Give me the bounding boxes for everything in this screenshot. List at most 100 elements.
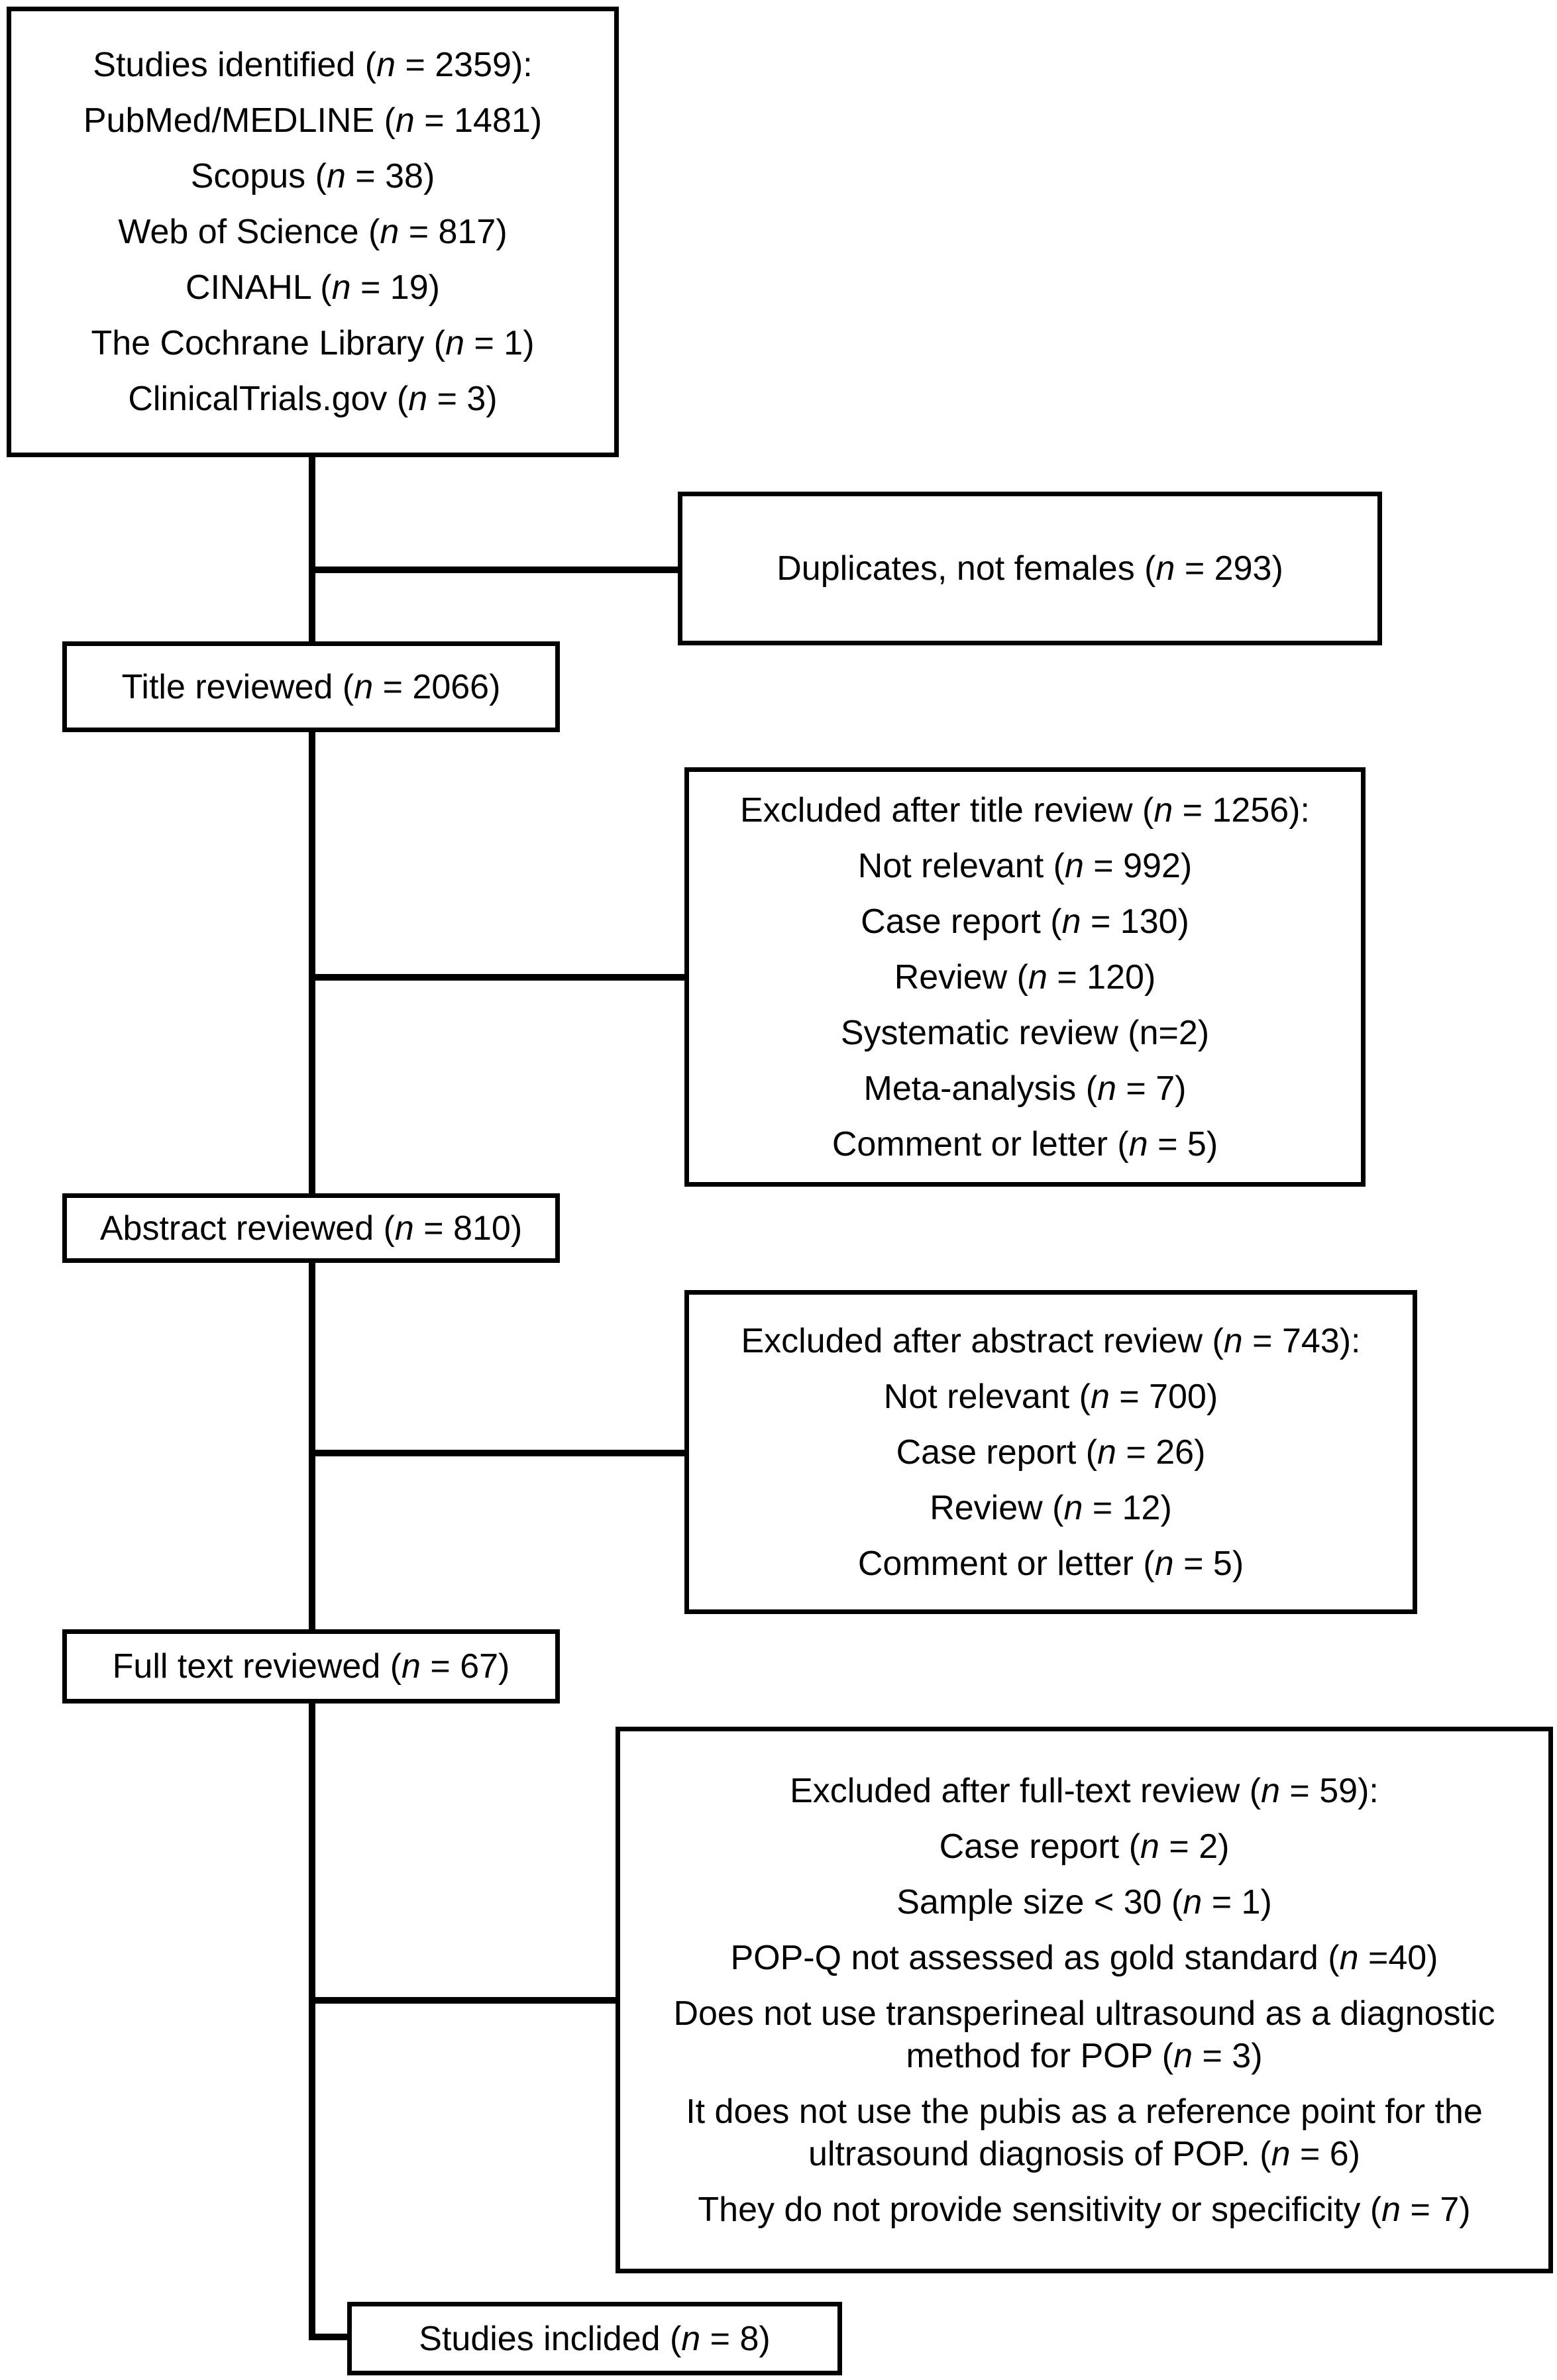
line-text: The Cochrane Library ( bbox=[91, 324, 446, 362]
line-text: = 1256): bbox=[1173, 790, 1310, 830]
branch-connector-excluded-fulltext bbox=[309, 1997, 621, 2004]
excluded-title-line: Not relevant (n = 992) bbox=[858, 838, 1192, 894]
n-symbol: n bbox=[1128, 1124, 1148, 1163]
n-symbol: n bbox=[1064, 846, 1084, 885]
line-text: Meta-analysis ( bbox=[863, 1069, 1098, 1108]
identified-line: Web of Science (n = 817) bbox=[118, 204, 507, 260]
fulltext-reviewed-line: Full text reviewed (n = 67) bbox=[113, 1639, 510, 1694]
line-text: = 743): bbox=[1242, 1321, 1361, 1360]
excluded-fulltext-line: Sample size < 30 (n = 1) bbox=[896, 1874, 1272, 1930]
included-line: Studies inclided (n = 8) bbox=[419, 2311, 770, 2367]
title-reviewed-line: Title reviewed (n = 2066) bbox=[122, 659, 501, 715]
line-text: Scopus ( bbox=[190, 157, 327, 195]
main-vertical-connector-3 bbox=[309, 1258, 315, 1631]
line-text: CINAHL ( bbox=[186, 268, 332, 307]
excluded-abstract-line: Not relevant (n = 700) bbox=[884, 1369, 1218, 1425]
studies-included-box: Studies inclided (n = 8) bbox=[347, 2302, 842, 2375]
line-text: Excluded after title review ( bbox=[740, 790, 1154, 830]
n-symbol: n bbox=[402, 1647, 421, 1686]
line-text: = 700) bbox=[1109, 1377, 1218, 1416]
excluded-abstract-line: Case report (n = 26) bbox=[896, 1425, 1206, 1480]
excluded-fulltext-line: Excluded after full-text review (n = 59)… bbox=[790, 1763, 1379, 1819]
excluded-abstract-line: Excluded after abstract review (n = 743)… bbox=[741, 1313, 1360, 1369]
studies-identified-box: Studies identified (n = 2359):PubMed/MED… bbox=[7, 7, 619, 457]
branch-connector-included bbox=[309, 2334, 352, 2340]
excluded-fulltext-line: Case report (n = 2) bbox=[940, 1819, 1230, 1874]
excluded-title-review-box: Excluded after title review (n = 1256):N… bbox=[684, 767, 1366, 1187]
line-text: Comment or letter ( bbox=[832, 1124, 1129, 1163]
n-symbol: n bbox=[1061, 902, 1081, 941]
identified-line: Scopus (n = 38) bbox=[191, 148, 435, 204]
n-symbol: n bbox=[1097, 1069, 1116, 1108]
n-symbol: n bbox=[376, 46, 396, 84]
line-text: =40) bbox=[1358, 1938, 1438, 1977]
branch-connector-duplicates bbox=[309, 567, 682, 573]
excluded-title-line: Excluded after title review (n = 1256): bbox=[740, 783, 1310, 838]
n-symbol: n bbox=[1090, 1377, 1110, 1416]
excluded-fulltext-line: It does not use the pubis as a reference… bbox=[620, 2090, 1548, 2175]
excluded-abstract-line: Comment or letter (n = 5) bbox=[858, 1536, 1244, 1592]
n-symbol: n bbox=[681, 2319, 701, 2358]
n-symbol: n bbox=[1063, 1488, 1083, 1527]
excluded-title-line: Comment or letter (n = 5) bbox=[832, 1116, 1218, 1172]
n-symbol: n bbox=[354, 667, 374, 706]
line-text: = 1) bbox=[1202, 1882, 1272, 1921]
identified-line: ClinicalTrials.gov (n = 3) bbox=[128, 371, 497, 427]
n-symbol: n bbox=[331, 268, 351, 307]
line-text: Not relevant ( bbox=[883, 1377, 1091, 1416]
n-symbol: n bbox=[445, 324, 465, 362]
excluded-title-line: Case report (n = 130) bbox=[861, 894, 1189, 949]
title-reviewed-box: Title reviewed (n = 2066) bbox=[62, 641, 560, 732]
line-text: = 2066) bbox=[373, 667, 501, 706]
line-text: Abstract reviewed ( bbox=[99, 1209, 395, 1248]
main-vertical-connector-4 bbox=[309, 1700, 315, 2340]
n-symbol: n bbox=[1261, 1771, 1280, 1810]
n-symbol: n bbox=[1154, 790, 1173, 830]
branch-connector-excluded-abstract bbox=[309, 1450, 688, 1456]
line-text: = 810) bbox=[413, 1209, 523, 1248]
line-text: = 2) bbox=[1159, 1827, 1230, 1866]
line-text: = 7) bbox=[1401, 2190, 1471, 2229]
line-text: = 67) bbox=[420, 1647, 510, 1686]
line-text: Studies identified ( bbox=[93, 46, 377, 84]
identified-line: CINAHL (n = 19) bbox=[186, 260, 440, 315]
line-text: = 817) bbox=[399, 213, 508, 251]
main-vertical-connector-2 bbox=[309, 728, 315, 1198]
line-text: Review ( bbox=[894, 957, 1028, 997]
excluded-title-line: Meta-analysis (n = 7) bbox=[864, 1061, 1187, 1116]
line-text: = 3) bbox=[427, 380, 498, 418]
n-symbol: n bbox=[380, 213, 400, 251]
line-text: Does not use transperineal ultrasound as… bbox=[673, 1994, 1495, 2075]
line-text: = 12) bbox=[1083, 1488, 1172, 1527]
excluded-fulltext-line: POP-Q not assessed as gold standard (n =… bbox=[730, 1930, 1438, 1986]
line-text: = 7) bbox=[1116, 1069, 1187, 1108]
n-symbol: n bbox=[1183, 1882, 1203, 1921]
line-text: Duplicates, not females ( bbox=[777, 549, 1156, 588]
line-text: Sample size < 30 ( bbox=[896, 1882, 1183, 1921]
n-symbol: n bbox=[395, 101, 415, 140]
line-text: = 26) bbox=[1116, 1433, 1206, 1472]
line-text: Case report ( bbox=[861, 902, 1062, 941]
abstract-reviewed-box: Abstract reviewed (n = 810) bbox=[62, 1193, 560, 1263]
n-symbol: n bbox=[1173, 2036, 1193, 2075]
n-symbol: n bbox=[1381, 2190, 1401, 2229]
identified-line: The Cochrane Library (n = 1) bbox=[91, 315, 534, 371]
n-symbol: n bbox=[1154, 1544, 1174, 1583]
line-text: POP-Q not assessed as gold standard ( bbox=[730, 1938, 1340, 1977]
n-symbol: n bbox=[1097, 1433, 1116, 1472]
line-text: They do not provide sensitivity or speci… bbox=[698, 2190, 1382, 2229]
identified-line: Studies identified (n = 2359): bbox=[93, 37, 532, 93]
n-symbol: n bbox=[394, 1209, 414, 1248]
line-text: Studies inclided ( bbox=[419, 2319, 682, 2358]
line-text: It does not use the pubis as a reference… bbox=[686, 2092, 1483, 2173]
n-symbol: n bbox=[408, 380, 428, 418]
excluded-title-line: Systematic review (n=2) bbox=[841, 1005, 1209, 1061]
n-symbol: n bbox=[1271, 2134, 1291, 2173]
line-text: = 3) bbox=[1193, 2036, 1263, 2075]
line-text: = 5) bbox=[1173, 1544, 1244, 1583]
line-text: Excluded after abstract review ( bbox=[741, 1321, 1224, 1360]
excluded-title-line: Review (n = 120) bbox=[894, 949, 1156, 1005]
n-symbol: n bbox=[1140, 1827, 1159, 1866]
branch-connector-excluded-title bbox=[309, 974, 688, 981]
